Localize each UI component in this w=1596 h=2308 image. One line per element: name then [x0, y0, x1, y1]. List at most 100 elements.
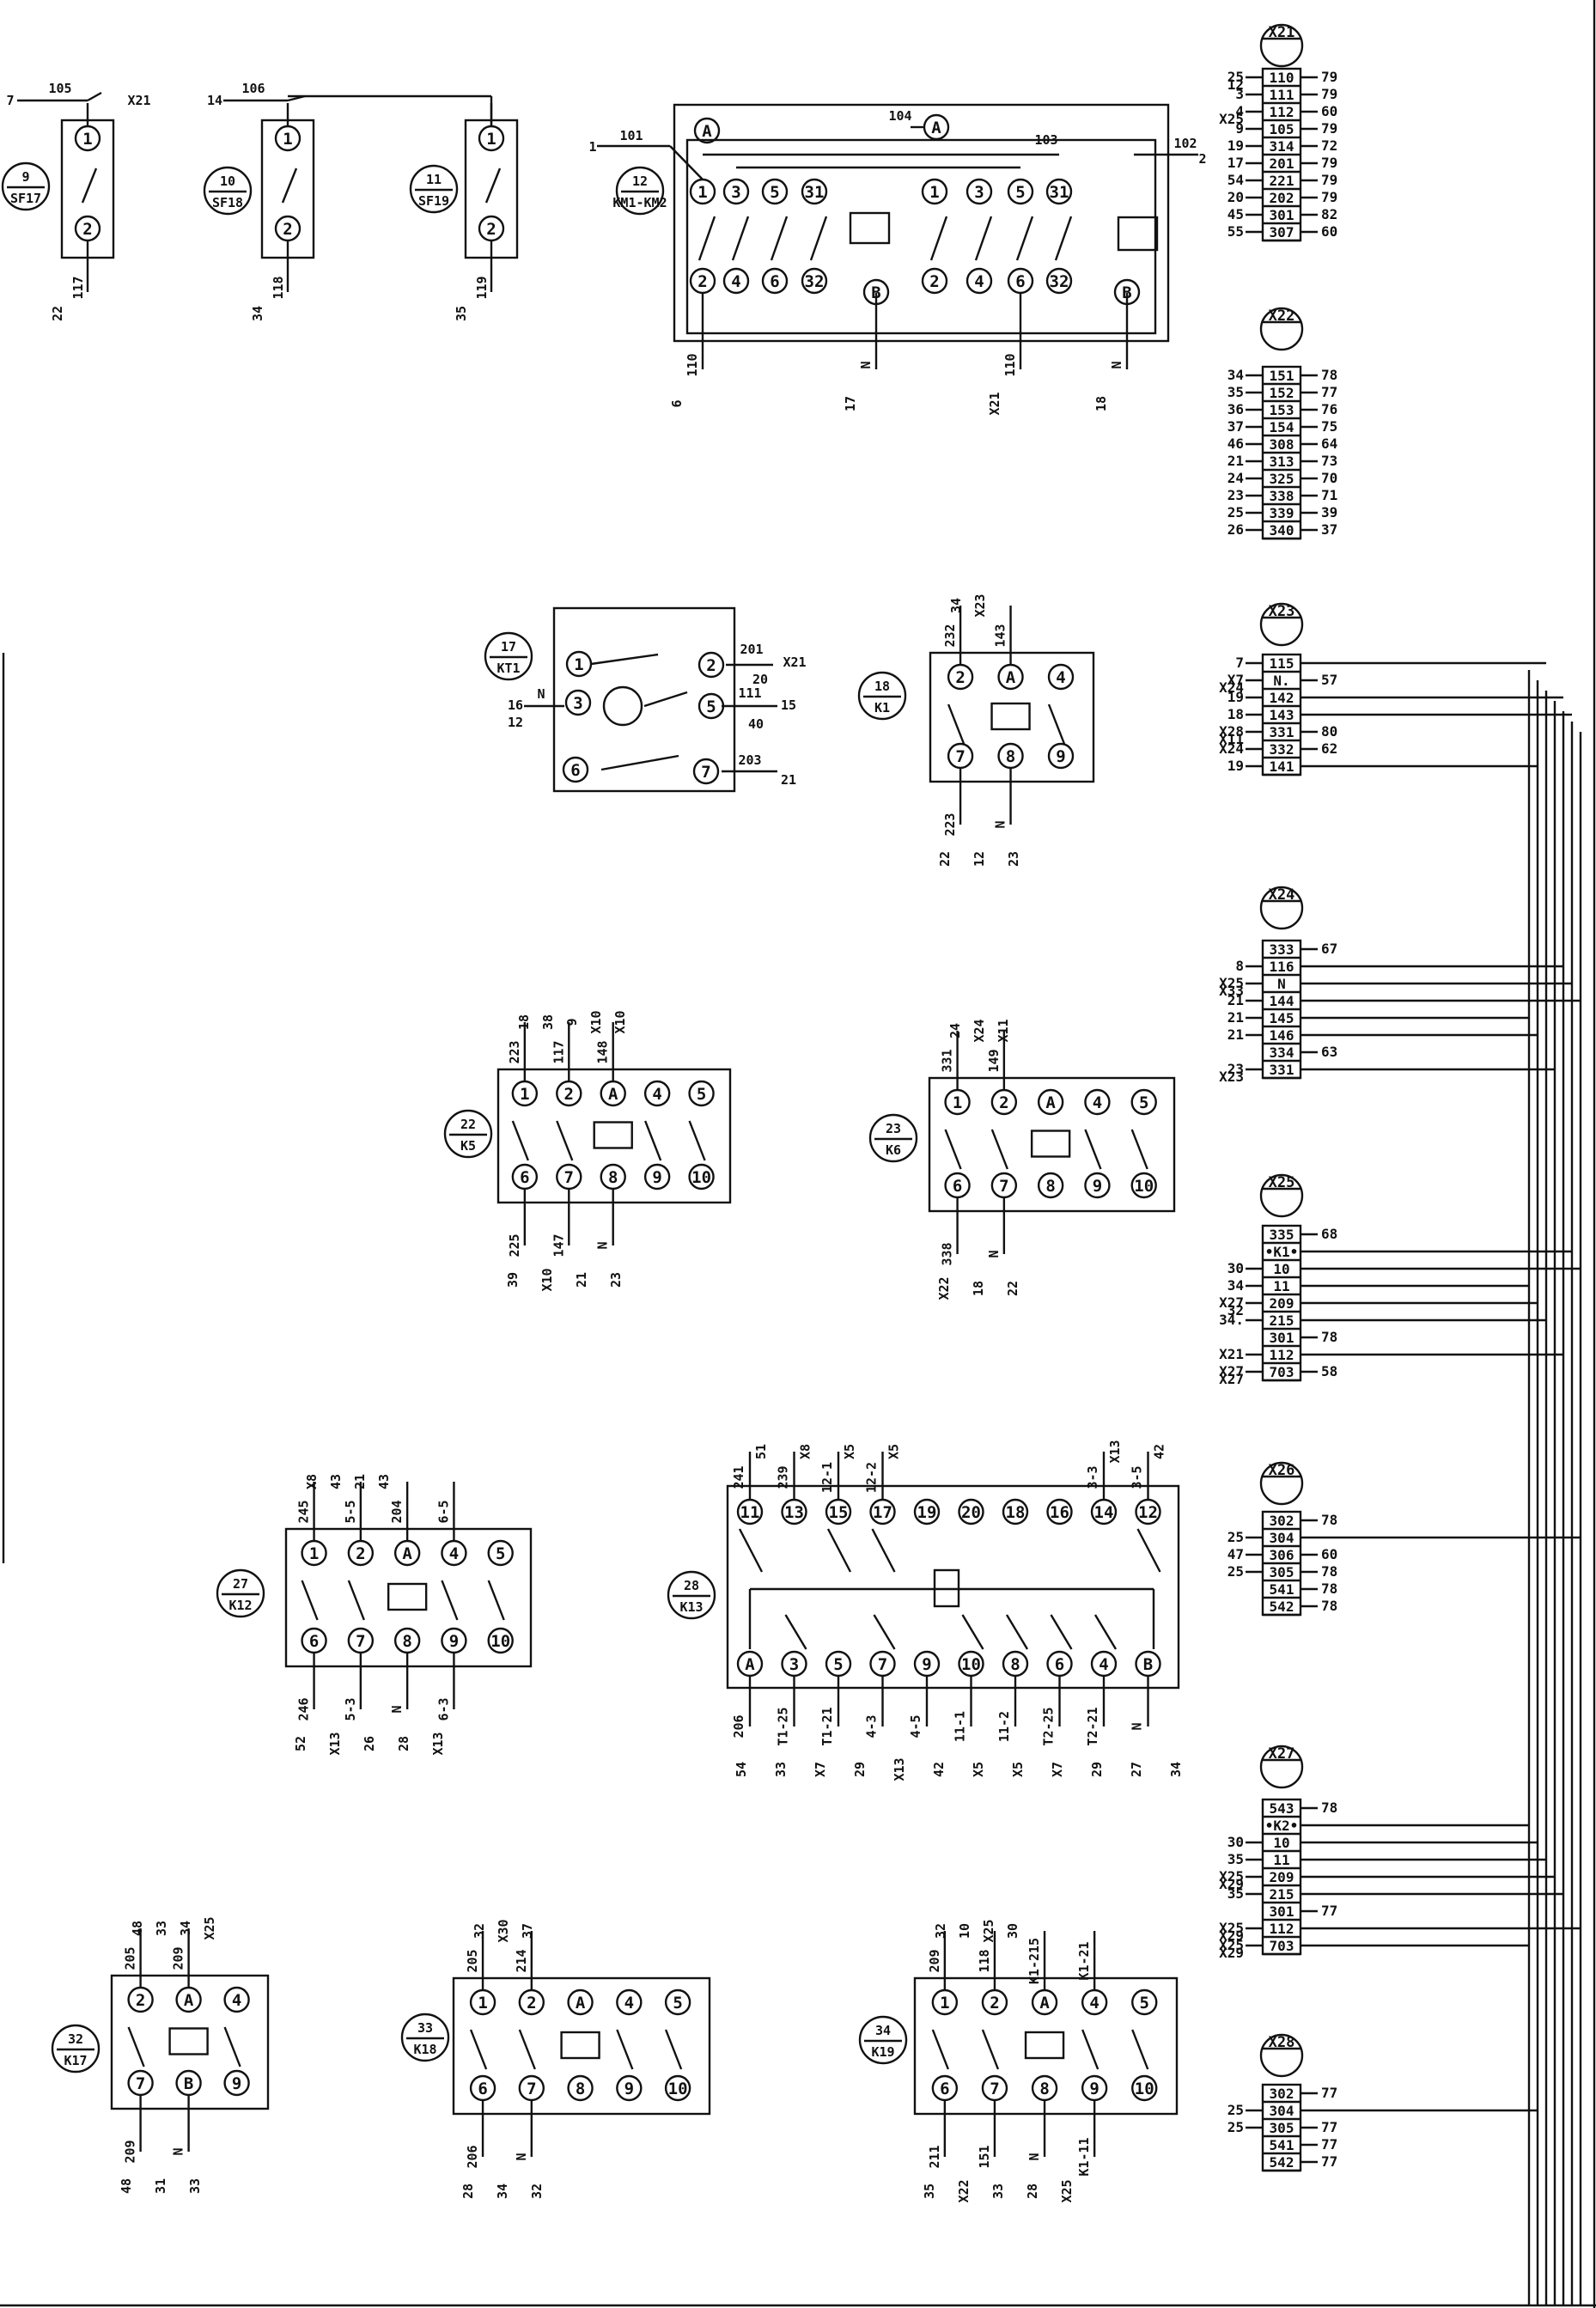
terminal-number: 338	[1270, 488, 1294, 504]
pin-number: 2	[136, 1991, 145, 2010]
pin-number: 4	[232, 1991, 241, 2010]
wire-label: 35	[922, 2183, 937, 2199]
pin-number: A	[402, 1544, 412, 1563]
wire-label: 147	[551, 1233, 566, 1257]
tag-circle	[203, 166, 253, 216]
strip-name: X25	[1269, 1174, 1295, 1191]
wire-label: 77	[1321, 2136, 1337, 2153]
wire-label: 25	[1227, 504, 1244, 521]
wire-label: 47	[1227, 1546, 1244, 1562]
wire-label: X21	[783, 655, 806, 670]
wire-label: 223	[507, 1040, 522, 1063]
terminal-pin	[923, 113, 950, 141]
wire-label: 22	[937, 851, 953, 867]
pin-number: 32	[1050, 272, 1069, 291]
terminal-number: 314	[1270, 138, 1294, 155]
wire-label: X11	[996, 1019, 1011, 1042]
terminal-number: 703	[1270, 1938, 1294, 1954]
switch-contact	[784, 1614, 807, 1650]
relay-coil	[593, 1121, 633, 1149]
terminal-pin	[722, 178, 750, 205]
switch-contact	[616, 2029, 634, 2070]
switch-contact	[697, 216, 716, 261]
pin-number: 2	[999, 1093, 1008, 1112]
wire-label: 241	[731, 1465, 746, 1489]
wire-label: 149	[986, 1049, 1002, 1072]
wire-label: 60	[1321, 103, 1337, 119]
wire-label: 6-3	[436, 1697, 451, 1720]
terminal-pin	[1045, 178, 1073, 205]
terminal-number: 541	[1270, 2137, 1294, 2153]
tag-number: 11	[426, 172, 442, 187]
terminal-pin	[616, 1988, 643, 2016]
switch-contact	[281, 167, 298, 204]
switch-contact	[974, 216, 993, 261]
wire-label: 39	[505, 1272, 521, 1288]
pin-number: 6	[1055, 1655, 1064, 1674]
wire-label: 42	[1152, 1444, 1167, 1459]
pin-number: 31	[805, 183, 825, 202]
pin-number: 5	[673, 1994, 682, 2013]
wire-label: 119	[474, 276, 490, 299]
tag-name: K12	[228, 1598, 252, 1613]
terminal-pin	[643, 1080, 671, 1107]
pin-number: 2	[929, 272, 939, 291]
strip-name: X24	[1269, 886, 1295, 904]
pin-number: 3	[731, 183, 740, 202]
terminal-pin	[664, 2074, 691, 2102]
terminal-number: 215	[1270, 1886, 1294, 1903]
terminal-pin	[1130, 1172, 1157, 1199]
pin-number: 6	[770, 272, 779, 291]
wire-label: 48	[130, 1921, 145, 1936]
pin-number: 32	[805, 272, 825, 291]
k13-body	[726, 1484, 1180, 1690]
wire-label: 3-3	[1085, 1465, 1100, 1489]
pin-number: 1	[929, 183, 939, 202]
pin-number: A	[702, 122, 712, 141]
wire-label: T1-25	[776, 1707, 791, 1745]
strip-tag	[1259, 2033, 1304, 2078]
terminal-pin	[722, 267, 750, 295]
terminal-number: 302	[1270, 2086, 1294, 2102]
wire-label: 33	[187, 2178, 203, 2194]
pin-number: 1	[486, 130, 496, 149]
relay-body	[929, 651, 1095, 783]
strip-name: X22	[1269, 308, 1295, 325]
terminal-number: N	[1277, 976, 1286, 992]
wire-label: 78	[1321, 1512, 1337, 1528]
relay-coil	[1030, 1130, 1071, 1158]
tag-name: KM1-KM2	[612, 195, 667, 210]
pin-number: 4	[1093, 1093, 1102, 1112]
wire-label: 34	[1227, 1277, 1244, 1294]
pin-number: 12	[1138, 1503, 1158, 1522]
switch-contact	[731, 216, 750, 261]
terminal-pin	[1084, 1172, 1111, 1199]
switch-contact	[961, 1614, 984, 1650]
tag-circle	[409, 164, 459, 214]
wire-label: 72	[1321, 137, 1337, 154]
terminal-number: 143	[1270, 707, 1294, 723]
terminal-number: 339	[1270, 505, 1294, 521]
switch-contact	[1131, 2029, 1149, 2070]
pin-number: 6	[940, 2080, 949, 2098]
wire-label: 223	[942, 813, 958, 836]
wire-label: X24	[1219, 679, 1244, 696]
wire-label: 9	[1235, 120, 1244, 137]
terminal-number: 542	[1270, 1599, 1294, 1615]
strip-tag	[1259, 23, 1304, 68]
wire-label: X30	[496, 1919, 511, 1942]
tag-number: 34	[875, 2023, 891, 2038]
wire-label: 35	[1227, 384, 1244, 400]
pin-number: A	[1039, 1994, 1050, 2013]
strip-tag	[1259, 1173, 1304, 1218]
wire-label: X8	[304, 1474, 320, 1489]
pin-number: 3	[974, 183, 984, 202]
wire-label: N	[858, 361, 874, 368]
wire-label: 34	[948, 598, 964, 613]
kt1-body	[552, 606, 736, 793]
wire-label: X5	[1010, 1762, 1026, 1777]
